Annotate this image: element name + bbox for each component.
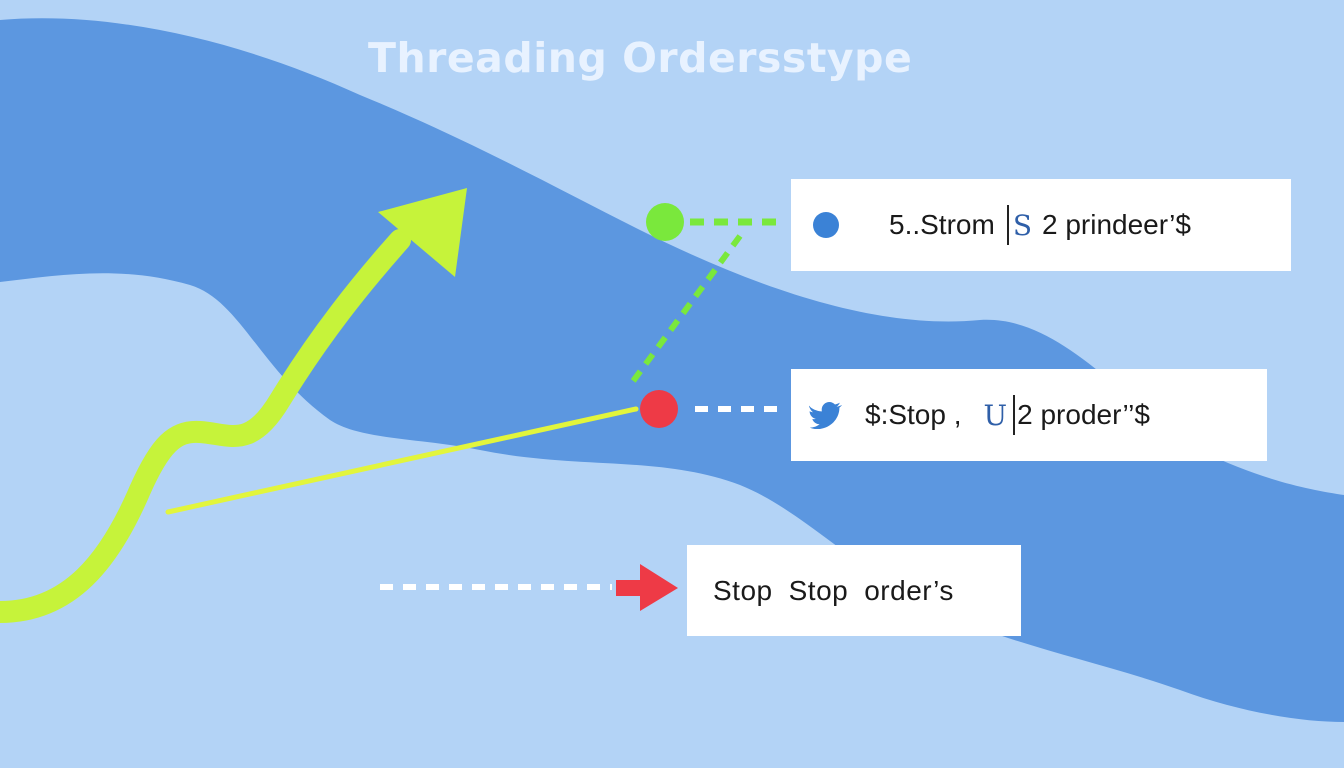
label-separator [1006, 205, 1009, 245]
circle-dot-icon [813, 212, 839, 238]
label-strom-text: 5..Strom [889, 209, 995, 240]
trend-curve [0, 229, 411, 623]
label-stop-text: $:Stop , [865, 399, 962, 430]
label-stop-order-word-2: Stop [788, 574, 849, 606]
trend-arrow-head [378, 188, 467, 277]
label-stop-order-word-3: order’s [864, 574, 954, 606]
red-dot [640, 390, 678, 428]
diagram-title: Threading Ordersstype [368, 34, 913, 82]
bird-icon [809, 402, 842, 429]
entry-line [165, 406, 639, 515]
label-box-strom: 5..Strom S 2 prindeer’$ [791, 179, 1291, 271]
stop-arrow-icon [616, 564, 678, 611]
green-dashed-connector-diagonal [625, 234, 743, 390]
label-stop-accent: U [983, 398, 1008, 432]
green-dot [646, 203, 684, 241]
label-separator [1013, 395, 1016, 435]
label-strom-accent: S [1012, 208, 1032, 242]
label-stop-order-word-1: Stop [713, 574, 773, 606]
label-box-stop-order: Stop Stop order’s [687, 545, 1021, 636]
label-box-stop: $:Stop , U 2 proder’’$ [791, 369, 1267, 461]
label-strom-price: 2 prindeer’$ [1042, 209, 1191, 240]
label-stop-price: 2 proder’’$ [1017, 399, 1150, 430]
